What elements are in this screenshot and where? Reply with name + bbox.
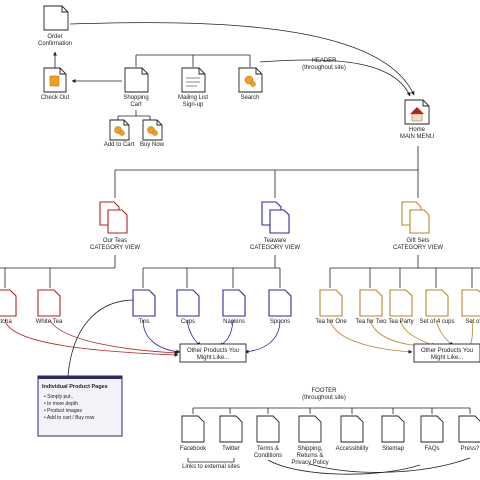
cups-label: Cups — [181, 319, 195, 325]
shopping-cart-page-icon[interactable] — [124, 67, 149, 93]
tea-for-two-label: Tea for Two — [356, 319, 388, 325]
cups-page-icon[interactable] — [176, 289, 200, 317]
check-out-page-icon[interactable] — [43, 67, 67, 93]
white-tea-label: White Tea — [36, 319, 63, 325]
footer-note-label: FOOTER(throughout site) — [302, 388, 346, 401]
tea-for-two-page-icon[interactable] — [359, 289, 383, 317]
sitemap-page-icon[interactable] — [381, 415, 405, 443]
other-products-box-teaware[interactable] — [179, 343, 247, 363]
faqs-page-icon[interactable] — [420, 415, 444, 443]
shipping-page-icon[interactable] — [298, 415, 322, 443]
search-page-icon[interactable] — [238, 67, 263, 93]
connector-tins-callout — [67, 299, 136, 377]
teaware-category-icon[interactable] — [261, 201, 290, 234]
buy-now-label: Buy Now — [140, 142, 165, 148]
tea-for-one-label: Tea for One — [315, 319, 347, 325]
header-note-label: HEADER(throughout site) — [302, 58, 346, 71]
twitter-page-icon[interactable] — [219, 415, 243, 443]
callout-item: • Simply put.. — [44, 394, 73, 400]
napkins-label: Napkins — [223, 319, 245, 325]
product-pages-callout — [37, 375, 123, 437]
gift-sets-category-icon[interactable] — [401, 201, 430, 234]
search-label: Search — [240, 95, 259, 101]
sitemap-label: Sitemap — [382, 446, 405, 452]
matcha-page-icon[interactable] — [0, 289, 17, 317]
matcha-partial-label: Matcha — [0, 319, 12, 325]
check-out-label: Check Out — [41, 95, 70, 101]
related-product-links — [4, 319, 473, 357]
mailing-list-page-icon[interactable] — [181, 67, 206, 93]
set-of-4-partial-page-icon[interactable] — [461, 289, 480, 317]
connector-header-home — [259, 59, 411, 97]
press-label: Press? — [461, 446, 480, 452]
set-of-4-partial-label: Set of 4 s — [465, 319, 480, 325]
links-external-label: Links to external sites — [182, 464, 240, 470]
add-to-cart-page-icon[interactable] — [109, 119, 130, 141]
callout-item: • In more depth — [44, 401, 78, 407]
other-products-box-giftsets[interactable] — [413, 343, 480, 363]
press-page-icon[interactable] — [458, 415, 480, 443]
facebook-page-icon[interactable] — [181, 415, 205, 443]
callout-title: Individual Product Pages — [42, 384, 108, 390]
terms-label: Terms &Conditions — [254, 446, 282, 459]
callout-item: • Add to cart / Buy now — [44, 415, 95, 421]
accessibility-page-icon[interactable] — [340, 415, 364, 443]
tea-for-one-page-icon[interactable] — [319, 289, 343, 317]
tea-party-label: Tea Party — [388, 319, 413, 325]
connector-confirmation-home — [69, 22, 415, 96]
tins-label: Tins — [138, 319, 149, 325]
twitter-label: Twitter — [222, 446, 240, 452]
order-confirmation-page-icon[interactable] — [43, 5, 69, 31]
set-of-4-cups-label: Set of 4 cups — [419, 319, 454, 325]
facebook-label: Facebook — [180, 446, 207, 452]
buy-now-page-icon[interactable] — [142, 119, 163, 141]
home-page-icon[interactable] — [404, 99, 430, 125]
spoons-label: Spoons — [270, 319, 290, 325]
tins-page-icon[interactable] — [132, 289, 156, 317]
napkins-page-icon[interactable] — [222, 289, 246, 317]
spoons-page-icon[interactable] — [268, 289, 292, 317]
our-teas-category-icon[interactable] — [99, 201, 128, 234]
add-to-cart-label: Add to Cart — [104, 142, 135, 148]
shipping-label: Shipping,Returns &Privacy Policy — [291, 446, 328, 466]
white-tea-page-icon[interactable] — [37, 289, 61, 317]
accessibility-label: Accessibility — [336, 446, 369, 452]
terms-page-icon[interactable] — [256, 415, 280, 443]
tea-party-page-icon[interactable] — [389, 289, 413, 317]
connectors — [0, 22, 480, 475]
callout-item: • Product images — [44, 408, 82, 414]
faqs-label: FAQs — [424, 446, 439, 452]
set-of-4-cups-page-icon[interactable] — [425, 289, 449, 317]
